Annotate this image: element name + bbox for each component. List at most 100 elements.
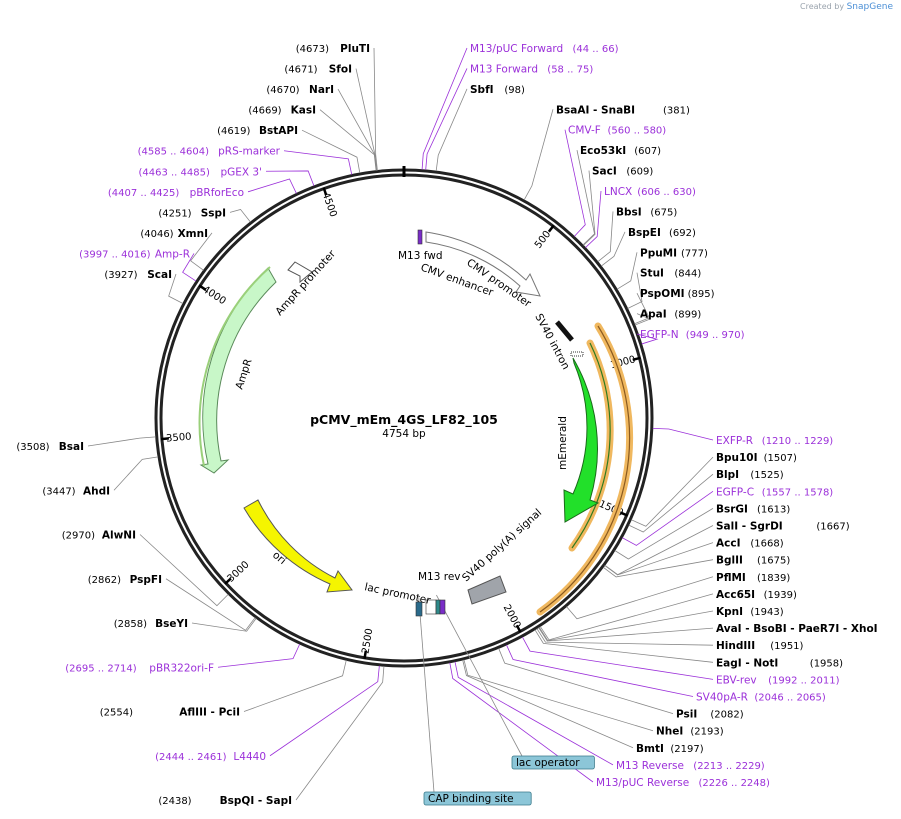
primer-range-egfp-n: (949 .. 970) — [686, 330, 745, 341]
label-m13-rev: M13 rev — [418, 571, 461, 583]
label-memerald: mEmerald — [557, 416, 569, 470]
tick-mark-3000 — [224, 577, 232, 585]
primer-name-m13-reverse: M13 Reverse — [616, 760, 684, 772]
enzyme-pos-nari: (4670) — [266, 85, 299, 96]
leader-sbfi — [435, 88, 468, 172]
enzyme-name-xmni: XmnI — [178, 228, 208, 240]
enzyme-pos-bpu10i: (1507) — [764, 453, 797, 464]
snapgene-credit: Created by SnapGene — [800, 2, 893, 12]
tick-mark-3500 — [160, 437, 169, 441]
leader-egfp-n — [636, 333, 659, 345]
enzyme-name-bsai: BsaI — [59, 441, 84, 453]
leader-kasi — [319, 109, 377, 171]
site-leader-lac-operator — [436, 594, 523, 757]
leader-pbrforeco — [247, 178, 297, 194]
leader-bseyi — [191, 618, 257, 632]
leader-m13-puc-forward — [421, 47, 468, 170]
leader-m13-reverse — [454, 661, 614, 766]
enzyme-eco53ki: Eco53kI(607) — [580, 145, 661, 157]
enzyme-name-bsaai: BsaAI - SnaBI — [556, 104, 635, 116]
enzyme-apai: ApaI (899) — [640, 309, 701, 321]
enzyme-pos-pspfi: (2862) — [88, 575, 121, 586]
primer-name-m13-puc-reverse: M13/pUC Reverse — [596, 777, 689, 789]
primer-name-l4440: L4440 — [233, 751, 266, 763]
primer-ebv-rev: EBV-rev (1992 .. 2011) — [716, 674, 840, 686]
tick-label-4500: 4500 — [320, 191, 339, 219]
label-ampr: AmpR — [233, 357, 254, 391]
enzyme-bglii: BglII(1675) — [716, 555, 790, 567]
enzyme-bsaai: BsaAI - SnaBI(381) — [556, 104, 690, 116]
leader-bpu10i — [631, 456, 714, 527]
enzyme-pos-bstapi: (4619) — [217, 126, 250, 137]
inner-features — [198, 229, 634, 617]
enzyme-name-afliii: AflIII - PciI — [179, 707, 240, 719]
leader-sfoi — [355, 68, 378, 171]
enzyme-saci: SacI(609) — [592, 166, 653, 178]
site-label-lac-operator: lac operator — [516, 757, 580, 769]
enzyme-pspomi: PspOMI(895) — [640, 288, 715, 300]
enzyme-name-blpi: BlpI — [716, 469, 739, 481]
leader-ebv-rev — [522, 636, 714, 680]
primer-range-sv40pa-r: (2046 .. 2065) — [754, 693, 826, 704]
enzyme-acci: AccI(1668) — [716, 538, 784, 550]
leader-pspfi — [165, 578, 256, 631]
primer-pbrforeco: pBRforEco(4407 .. 4425) — [108, 187, 244, 199]
enzyme-pos-apai: (899) — [674, 310, 701, 321]
primer-m13-forward: M13 Forward(58 .. 75) — [470, 63, 593, 75]
enzyme-name-nhei: NheI — [656, 726, 683, 738]
enzyme-pos-bseyi: (2858) — [114, 619, 147, 630]
enzyme-ppumi: PpuMI(777) — [640, 247, 708, 259]
primer-sv40pa-r: SV40pA-R(2046 .. 2065) — [696, 692, 826, 704]
label-sv40-polya: SV40 poly(A) signal — [460, 507, 544, 585]
primer-prs-marker: pRS-marker(4585 .. 4604) — [138, 146, 281, 158]
tick-label-2000: 2000 — [501, 603, 523, 631]
enzyme-nari: NarI(4670) — [266, 84, 334, 96]
primer-range-prs-marker: (4585 .. 4604) — [138, 147, 210, 158]
enzyme-alwni: AlwNI(2970) — [62, 530, 136, 542]
primer-name-pgex-3: pGEX 3' — [220, 166, 262, 178]
leader-xmni — [190, 232, 213, 271]
site-box-lac-operator — [511, 755, 595, 770]
enzyme-name-apai: ApaI — [640, 309, 667, 321]
primer-m13-reverse: M13 Reverse(2213 .. 2229) — [616, 760, 765, 772]
primer-range-pbr322ori-f: (2695 .. 2714) — [65, 663, 137, 674]
enzyme-name-acc65i: Acc65I — [716, 589, 755, 601]
primer-name-ebv-rev: EBV-rev — [716, 674, 757, 686]
enzyme-pos-eco53ki: (607) — [634, 146, 661, 157]
leader-stui — [627, 272, 643, 309]
enzyme-bsrgi: BsrGI(1613) — [716, 503, 790, 515]
enzyme-pos-blpi: (1525) — [750, 470, 783, 481]
m13-fwd-box — [417, 229, 423, 245]
leader-blpi — [628, 473, 714, 533]
enzyme-pos-kpni: (1943) — [750, 607, 783, 618]
label-layer: M13/pUC Forward(44 .. 66)M13 Forward(58 … — [16, 43, 878, 807]
enzyme-pos-bsrgi: (1613) — [757, 504, 790, 515]
leader-kpni — [538, 610, 714, 642]
enzyme-psii: PsiI(2082) — [676, 709, 744, 721]
enzyme-pluti: PluTI(4673) — [296, 43, 370, 55]
leader-l4440 — [269, 665, 380, 757]
primer-m13-puc-reverse: M13/pUC Reverse(2226 .. 2248) — [596, 777, 770, 789]
enzyme-name-stui: StuI — [640, 268, 664, 280]
leader-bsrgi — [614, 508, 714, 560]
enzyme-name-sbfi: SbfI — [470, 84, 494, 96]
label-ampr-promoter: AmpR promoter — [273, 247, 338, 318]
primer-range-m13-forward: (58 .. 75) — [547, 64, 593, 75]
primer-name-exfp-r: EXFP-R — [716, 435, 753, 447]
primer-pgex-3: pGEX 3'(4463 .. 4485) — [138, 166, 262, 178]
ori-arrow — [243, 499, 353, 593]
enzyme-avai: AvaI - BsoBI - PaeR7I - XhoI(1945) — [716, 623, 878, 635]
enzyme-name-bmti: BmtI — [636, 743, 664, 755]
leader-sv40pa-r — [506, 644, 694, 697]
site-cap-binding-site: CAP binding site — [423, 791, 532, 806]
orf-arc-outer-line — [539, 325, 631, 613]
leader-ahdi — [113, 456, 159, 491]
primer-name-amp-r: Amp-R — [155, 248, 190, 260]
enzyme-pos-bbsi: (675) — [650, 207, 677, 218]
snapgene-brand: SnapGene — [846, 2, 893, 12]
sv40-dotted — [570, 351, 584, 357]
label-sv40-intron: SV40 intron — [532, 312, 571, 372]
primer-range-ebv-rev: (1992 .. 2011) — [768, 675, 840, 686]
tick-label-4000: 4000 — [200, 284, 227, 307]
